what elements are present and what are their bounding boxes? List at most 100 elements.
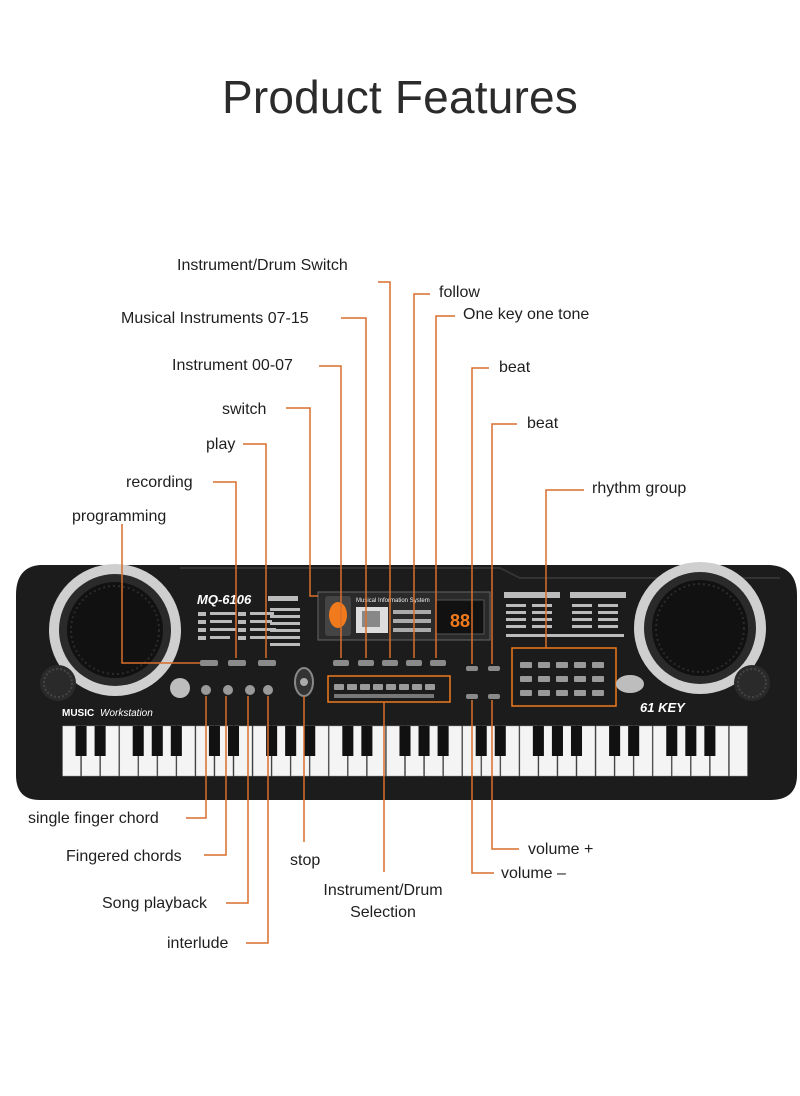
black-key[interactable]: [170, 726, 182, 756]
label-volume-minus: volume –: [501, 865, 566, 882]
single-finger-chord-button[interactable]: [201, 685, 211, 695]
label-follow: follow: [439, 284, 480, 301]
black-key[interactable]: [475, 726, 487, 756]
orange-switch[interactable]: [329, 602, 347, 628]
power-icon[interactable]: [170, 678, 190, 698]
key-count-label: 61 KEY: [640, 700, 686, 715]
right-speaker: [634, 562, 770, 701]
leader-interlude: [246, 696, 269, 944]
label-interlude: interlude: [167, 935, 229, 952]
leader-volume-minus: [471, 700, 494, 874]
black-key[interactable]: [266, 726, 278, 756]
leader-fingered: [204, 696, 227, 856]
black-key[interactable]: [208, 726, 220, 756]
instrument-selection-buttons: [334, 684, 435, 698]
label-instrument-drum-selection-2: Selection: [350, 904, 416, 921]
black-key[interactable]: [227, 726, 240, 756]
label-beat-2: beat: [527, 415, 559, 432]
leader-switch: [286, 407, 318, 597]
black-key[interactable]: [285, 726, 297, 756]
black-key[interactable]: [666, 726, 678, 756]
label-one-key: One key one tone: [463, 306, 590, 323]
brand-subtitle: Workstation: [100, 708, 153, 719]
leader-single-finger: [186, 696, 207, 819]
rhythm-group-box: [511, 647, 617, 707]
stop-icon: [300, 678, 308, 686]
keyboard-body: MQ-6106 Musical Infor: [16, 562, 797, 800]
instrument-00-07-button[interactable]: [333, 660, 349, 666]
black-key[interactable]: [532, 726, 544, 756]
black-key[interactable]: [628, 726, 640, 756]
program-button[interactable]: [200, 660, 218, 666]
tones-rhythms-menu: [504, 592, 626, 637]
info-panel: Musical Information System 88: [317, 591, 491, 641]
leader-song-playback: [226, 696, 249, 904]
instrument-drum-switch-button[interactable]: [382, 660, 398, 666]
rhythm-group-buttons: [520, 662, 604, 696]
leader-beat-1: [471, 367, 489, 664]
label-recording: recording: [126, 474, 193, 491]
black-key[interactable]: [304, 726, 316, 756]
page-title: Product Features: [221, 71, 579, 123]
label-stop: stop: [290, 852, 321, 869]
piano-keys: [62, 725, 748, 777]
black-key[interactable]: [437, 726, 449, 756]
black-key[interactable]: [609, 726, 621, 756]
instrument-selection-box: [327, 675, 451, 703]
black-key[interactable]: [151, 726, 163, 756]
black-key[interactable]: [75, 726, 87, 756]
leader-follow: [413, 293, 430, 658]
black-key[interactable]: [399, 726, 411, 756]
black-key[interactable]: [94, 726, 106, 756]
model-name: MQ-6106: [197, 592, 252, 607]
record-button[interactable]: [228, 660, 246, 666]
label-switch: switch: [222, 401, 267, 418]
demo-menu: [198, 596, 300, 646]
label-play: play: [206, 436, 236, 453]
instrument-07-15-button[interactable]: [358, 660, 374, 666]
label-programming: programming: [72, 508, 167, 525]
black-key[interactable]: [132, 726, 144, 756]
label-instrument-00-07: Instrument 00-07: [172, 357, 293, 374]
memory-badge: [616, 675, 644, 693]
leader-programming: [121, 524, 200, 664]
one-key-one-tone-button[interactable]: [430, 660, 446, 666]
black-key[interactable]: [704, 726, 716, 756]
black-key[interactable]: [418, 726, 430, 756]
black-key[interactable]: [494, 726, 506, 756]
leader-rhythm-group: [545, 489, 584, 648]
volume-down-button[interactable]: [466, 694, 478, 699]
leader-recording: [213, 481, 237, 658]
black-key[interactable]: [570, 726, 583, 756]
led-display: 88: [450, 611, 470, 631]
leader-beat-2: [491, 423, 517, 664]
brand-label: MUSIC: [62, 708, 94, 719]
song-playback-button[interactable]: [245, 685, 255, 695]
leader-instrument-drum-switch: [378, 281, 391, 658]
black-key[interactable]: [551, 726, 563, 756]
label-musical-instruments: Musical Instruments 07-15: [121, 310, 309, 327]
leader-instrument-00-07: [319, 365, 342, 658]
leader-lines: [121, 281, 584, 944]
volume-up-button[interactable]: [488, 694, 500, 699]
label-volume-plus: volume +: [528, 841, 594, 858]
label-fingered: Fingered chords: [66, 848, 182, 865]
panel-title: Musical Information System: [356, 598, 430, 604]
leader-musical-instruments: [341, 317, 367, 658]
leader-play: [243, 443, 267, 658]
interlude-button[interactable]: [263, 685, 273, 695]
label-single-finger: single finger chord: [28, 810, 159, 827]
follow-button[interactable]: [406, 660, 422, 666]
black-key[interactable]: [342, 726, 354, 756]
leader-volume-plus: [491, 700, 519, 850]
fingered-chord-button[interactable]: [223, 685, 233, 695]
black-key[interactable]: [685, 726, 697, 756]
tempo-up-button[interactable]: [488, 666, 500, 671]
black-key[interactable]: [361, 726, 373, 756]
play-button[interactable]: [258, 660, 276, 666]
tempo-down-button[interactable]: [466, 666, 478, 671]
round-buttons: [201, 685, 273, 695]
white-key[interactable]: [729, 725, 748, 777]
